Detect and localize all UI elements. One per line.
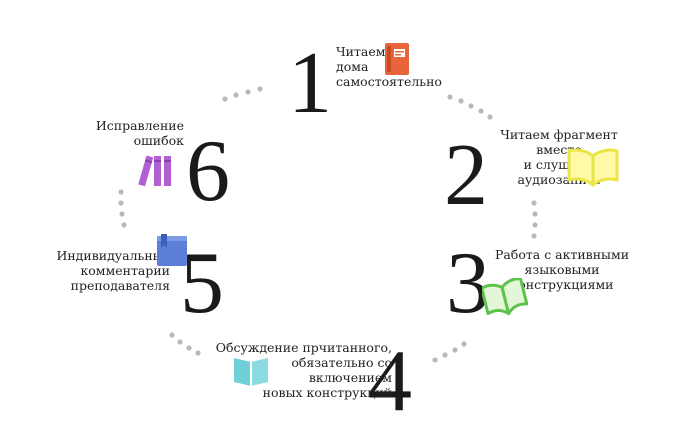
step-4-line-4: новых конструкций [262, 385, 392, 400]
step-1-label: Читаем дома самостоятельно [336, 44, 442, 89]
step-4-label: Обсуждение прчитанного, обязательно со в… [210, 340, 392, 400]
step-5-line-1: Индивидуальные [56, 248, 170, 263]
step-1-line-2: дома [336, 59, 369, 74]
green-open-book-icon [482, 278, 528, 316]
step-4-line-2: обязательно со [291, 355, 392, 370]
step-3-label: Работа с активными языковыми конструкция… [494, 247, 630, 292]
blue-bookmarked-book-icon [157, 234, 187, 266]
step-1-number: 1 [288, 35, 332, 132]
step-3-line-1: Работа с активными [494, 247, 630, 262]
step-5-number: 5 [180, 235, 224, 332]
step-6-line-1: Исправление [95, 118, 184, 133]
teal-open-book-icon [234, 358, 268, 386]
step-1-line-1: Читаем [336, 44, 386, 59]
step-2-line-1: Читаем фрагмент [500, 127, 618, 142]
step-1-line-3: самостоятельно [336, 74, 442, 89]
yellow-open-book-icon [567, 148, 619, 187]
step-4-number: 4 [368, 333, 412, 430]
step-6-line-2: ошибок [133, 133, 184, 148]
step-5-line-3: преподавателя [70, 278, 170, 293]
purple-books-icon [138, 155, 171, 187]
step-4-line-3: включением [308, 370, 392, 385]
step-6-label: Исправление ошибок [60, 118, 184, 148]
step-3-line-3: конструкциями [510, 277, 614, 292]
step-4-line-1: Обсуждение прчитанного, [215, 340, 392, 355]
dots-group [118, 86, 538, 363]
red-book-icon [385, 43, 409, 75]
step-3-line-2: языковыми [524, 262, 600, 277]
step-6-number: 6 [186, 123, 230, 220]
step-2-number: 2 [444, 127, 488, 224]
step-5-label: Индивидуальные комментарии преподавателя [30, 248, 170, 293]
step-5-line-2: комментарии [80, 263, 170, 278]
step-3-number: 3 [446, 235, 490, 332]
